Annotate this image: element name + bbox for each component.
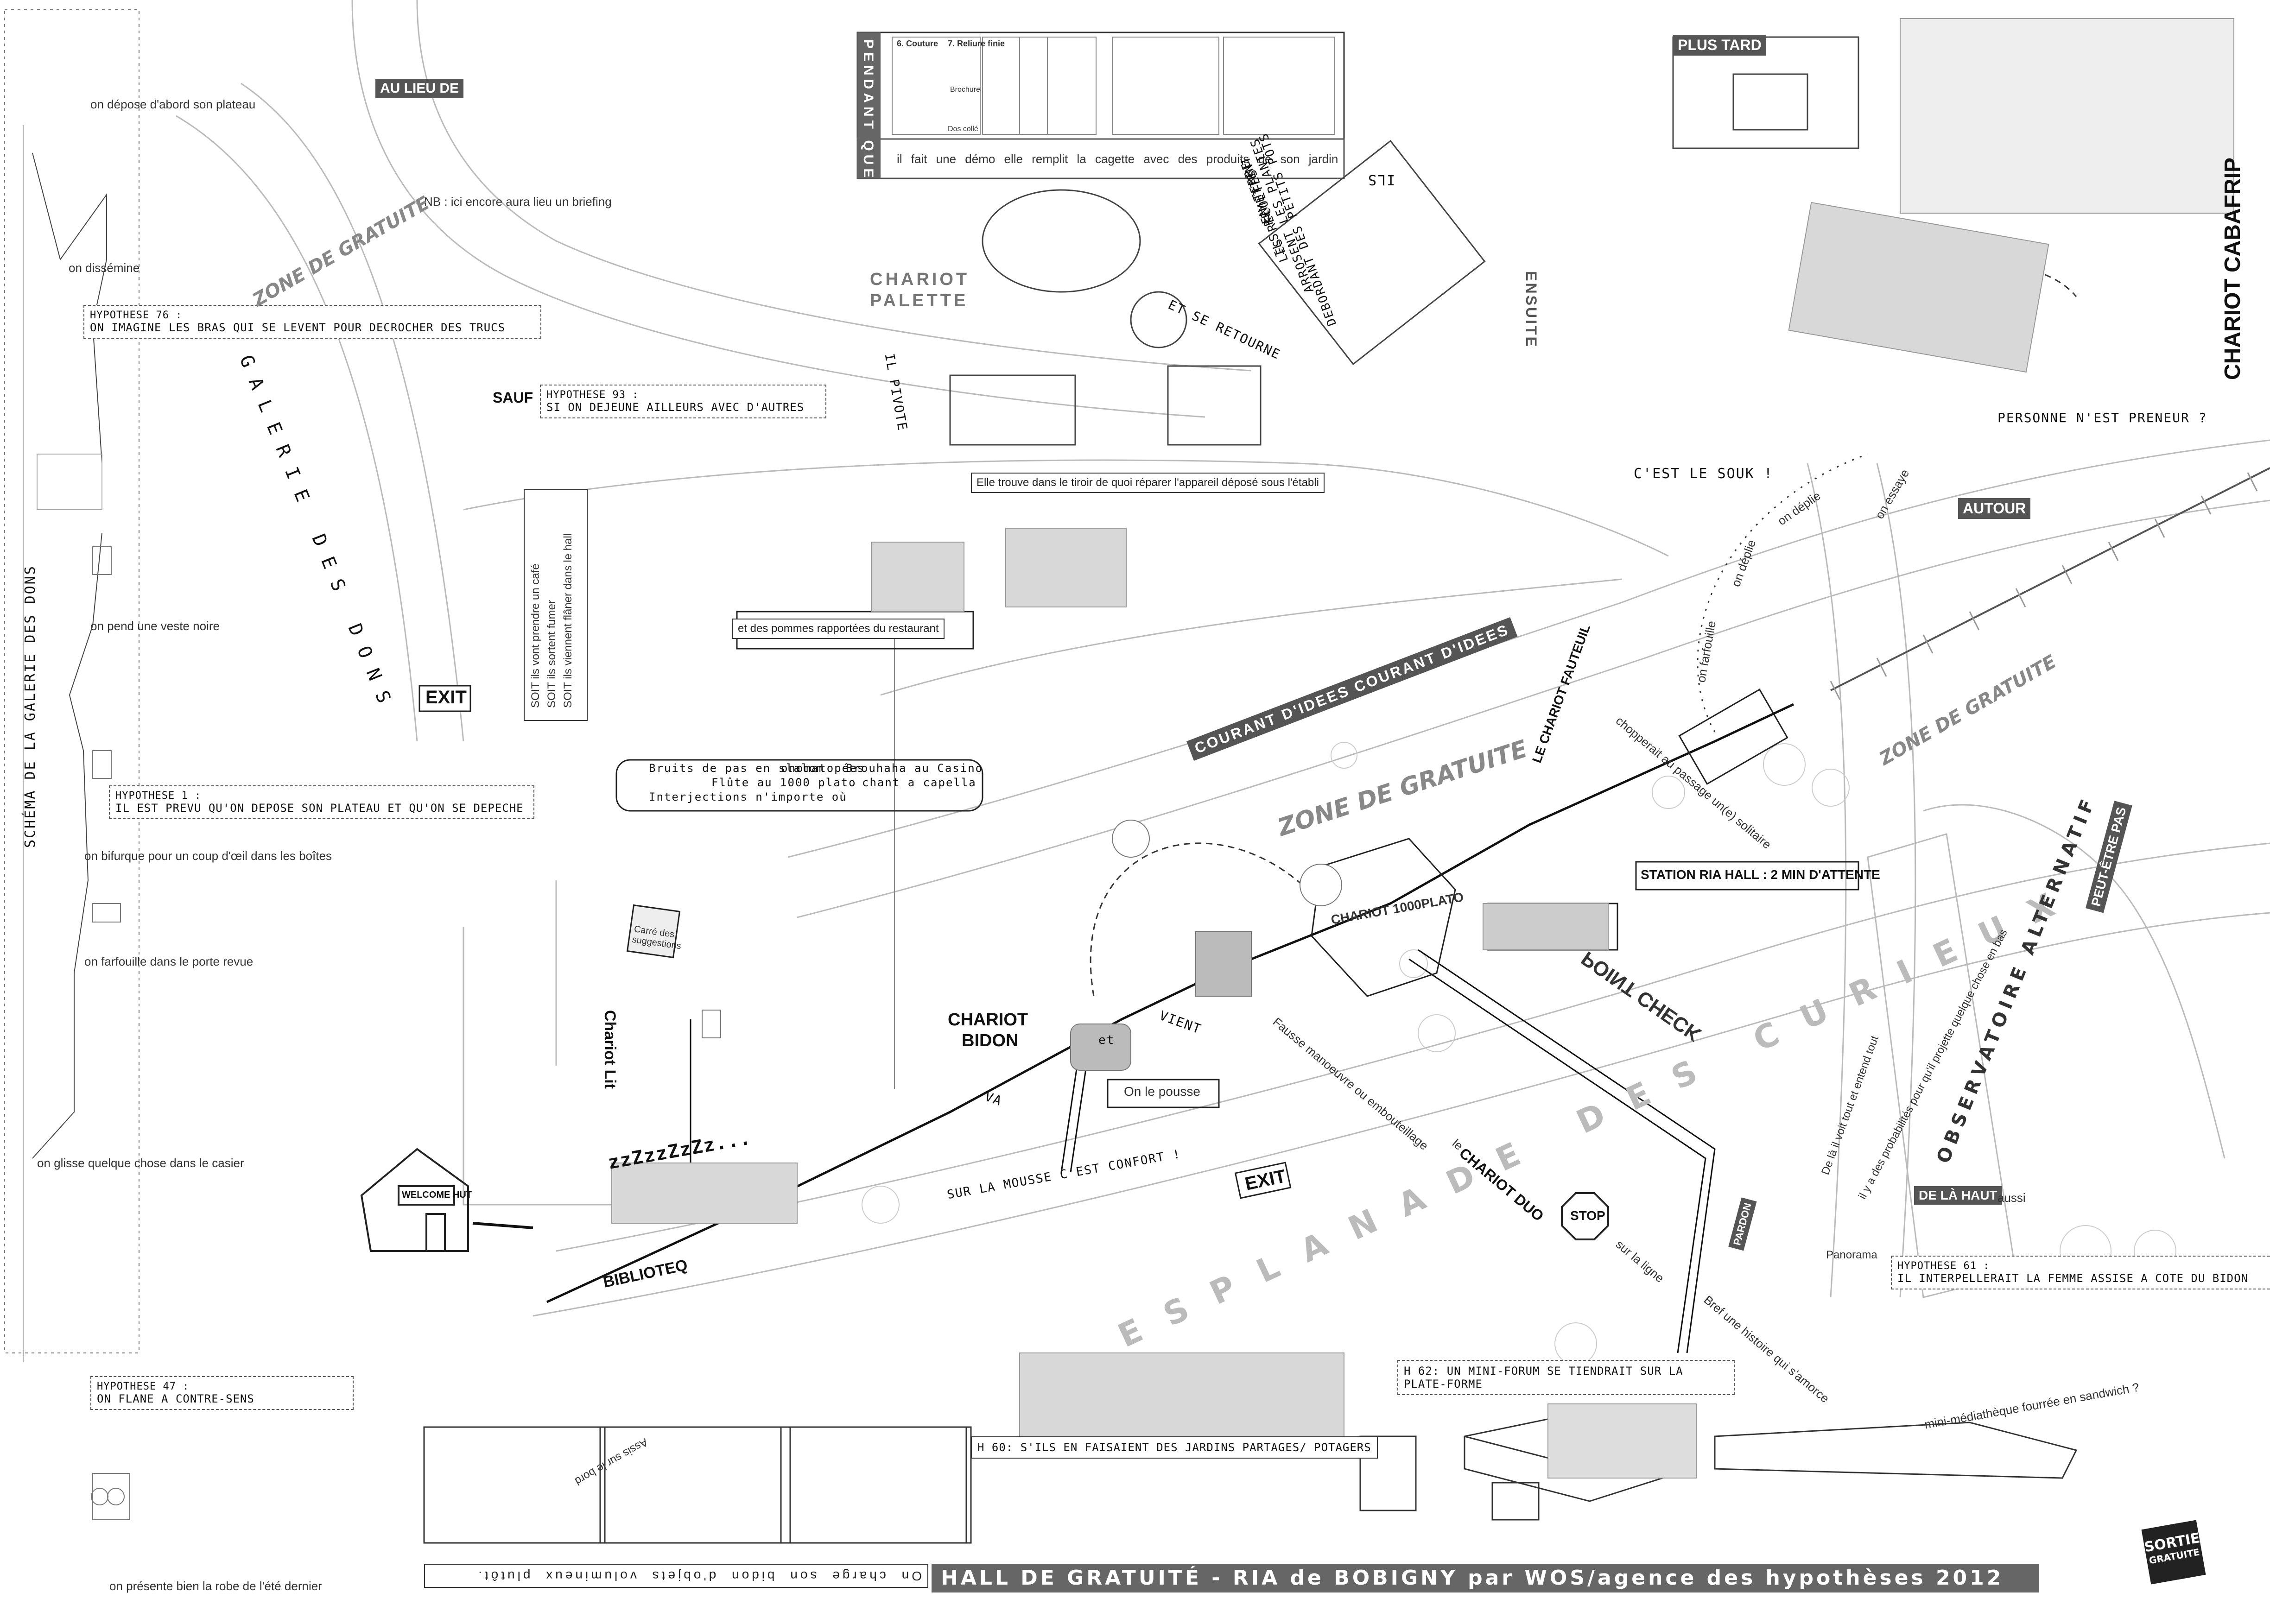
hypothesis-47-body: ON FLANE A CONTRE-SENS xyxy=(97,1392,254,1405)
page-title: HALL DE GRATUITÉ - RIA de BOBIGNY par WO… xyxy=(932,1564,2039,1592)
step-robe: on présente bien la robe de l'été dernie… xyxy=(109,1579,322,1593)
bruits-line6: Interjections n'importe où xyxy=(649,790,847,803)
hypothesis-93-head: HYPOTHESE 93 : xyxy=(546,389,639,401)
step-veste-noire: on pend une veste noire xyxy=(90,619,220,633)
souk-label: C'EST LE SOUK ! xyxy=(1634,466,1773,482)
bruits-line4: Flûte au 1000 plato xyxy=(711,776,856,789)
bruits-line5: chant a capella xyxy=(862,776,976,789)
hypothesis-1-head: HYPOTHESE 1 : xyxy=(115,790,202,802)
chariot-bidon-line2: BIDON xyxy=(962,1031,1019,1050)
manual-label-brochure: Brochure xyxy=(950,86,980,94)
hypothesis-1-body: IL EST PREVU QU'ON DEPOSE SON PLATEAU ET… xyxy=(115,802,524,815)
welcome-hut-label: WELCOME HUT xyxy=(402,1190,472,1200)
chariot-lit-label: Chariot Lit xyxy=(601,1010,619,1089)
chargement-caption: On charge son bidon d'objets volumineux … xyxy=(424,1564,928,1588)
personne-label: PERSONNE N'EST PRENEUR ? xyxy=(1997,410,2207,425)
station-label: STATION RIA HALL : 2 MIN D'ATTENTE xyxy=(1641,867,1880,882)
soit-box: SOIT ils vont prendre un café SOIT ils s… xyxy=(524,489,588,721)
chariot-bidon-line1: CHARIOT xyxy=(948,1010,1028,1030)
stop-sign-label: STOP xyxy=(1570,1208,1605,1223)
on-le-pousse-label: On le pousse xyxy=(1124,1084,1200,1099)
hypothesis-62: H 62: UN MINI-FORUM SE TIENDRAIT SUR LA … xyxy=(1397,1360,1735,1395)
demo-line: il fait une démo elle remplit la cagette… xyxy=(897,152,1338,166)
hypothesis-93: HYPOTHESE 93 : SI ON DEJEUNE AILLEURS AV… xyxy=(540,385,826,418)
ils-arrosent-line1: ILS xyxy=(1367,171,1395,188)
bruits-line1: Bruits de pas en slalom xyxy=(649,762,824,775)
exit-sign-left: EXIT xyxy=(425,687,467,708)
chariot-cabafrip-label: CHARIOT CABAFRIP xyxy=(2220,158,2245,380)
soit-line-1: SOIT ils vont prendre un café xyxy=(529,563,542,708)
au-lieu-de-tag: AU LIEU DE xyxy=(375,79,464,98)
hypothesis-60: H 60: S'ILS EN FAISAIENT DES JARDINS PAR… xyxy=(971,1436,1378,1459)
bruits-line3: Brouhaha au Casino xyxy=(846,762,983,775)
soit-line-2: SOIT ils sortent fumer xyxy=(545,600,558,708)
soit-line-3: SOIT ils viennent flâner dans le hall xyxy=(562,533,574,708)
hypothesis-76-body: ON IMAGINE LES BRAS QUI SE LEVENT POUR D… xyxy=(90,321,506,334)
pommes-caption: et des pommes rapportées du restaurant xyxy=(732,619,945,639)
step-bifurque: on bifurque pour un coup d'œil dans les … xyxy=(84,849,332,863)
sortie-gratuite-logo: SORTIE GRATUITE xyxy=(2141,1520,2206,1585)
hypothesis-93-body: SI ON DEJEUNE AILLEURS AVEC D'AUTRES xyxy=(546,401,805,414)
aussi-label: aussi xyxy=(1997,1191,2026,1205)
tiroir-caption: Elle trouve dans le tiroir de quoi répar… xyxy=(971,473,1325,493)
chariot-palette-line2: PALETTE xyxy=(870,291,969,310)
hypothesis-47-head: HYPOTHESE 47 : xyxy=(97,1381,190,1392)
sauf-label: SAUF xyxy=(493,389,533,406)
de-la-haut-tag: DE LÀ HAUT xyxy=(1914,1186,2002,1205)
hypothesis-76: HYPOTHESE 76 : ON IMAGINE LES BRAS QUI S… xyxy=(83,305,541,339)
step-glisse: on glisse quelque chose dans le casier xyxy=(37,1156,244,1170)
left-panel-title: SCHÉMA DE LA GALERIE DES DONS xyxy=(22,565,38,848)
ensuite-label: ENSUITE xyxy=(1522,271,1540,348)
hypothesis-61: HYPOTHESE 61 : IL INTERPELLERAIT LA FEMM… xyxy=(1891,1256,2270,1289)
plus-tard-tag: PLUS TARD xyxy=(1673,35,1766,56)
hypothesis-47: HYPOTHESE 47 : ON FLANE A CONTRE-SENS xyxy=(90,1376,354,1410)
manual-label-reliure: 7. Reliure finie xyxy=(948,39,1005,48)
hypothesis-61-body: IL INTERPELLERAIT LA FEMME ASSISE A COTE… xyxy=(1897,1272,2249,1285)
panorama-label: Panorama xyxy=(1826,1249,1877,1261)
hypothesis-76-head: HYPOTHESE 76 : xyxy=(90,310,183,321)
step-farfouille: on farfouille dans le porte revue xyxy=(84,954,254,968)
manual-label-dos-colle: Dos collé xyxy=(948,125,978,133)
bruits-line2: onomatopées xyxy=(781,762,865,775)
step-depose-plateau: on dépose d'abord son plateau xyxy=(90,97,256,111)
chariot-palette-line1: CHARIOT xyxy=(870,270,970,289)
hypothesis-1: HYPOTHESE 1 : IL EST PREVU QU'ON DEPOSE … xyxy=(109,785,534,819)
hypothesis-61-head: HYPOTHESE 61 : xyxy=(1897,1260,1990,1272)
briefing-note: NB : ici encore aura lieu un briefing xyxy=(424,195,612,209)
pendant-que-label: PENDANT QUE xyxy=(861,39,876,182)
manual-label-couture: 6. Couture xyxy=(897,39,938,48)
pendant-que-tag: PENDANT QUE xyxy=(857,32,881,182)
autour-tag: AUTOUR xyxy=(1958,498,2031,519)
step-dissemine: on dissémine xyxy=(69,261,140,275)
et-label: et xyxy=(1098,1033,1115,1047)
